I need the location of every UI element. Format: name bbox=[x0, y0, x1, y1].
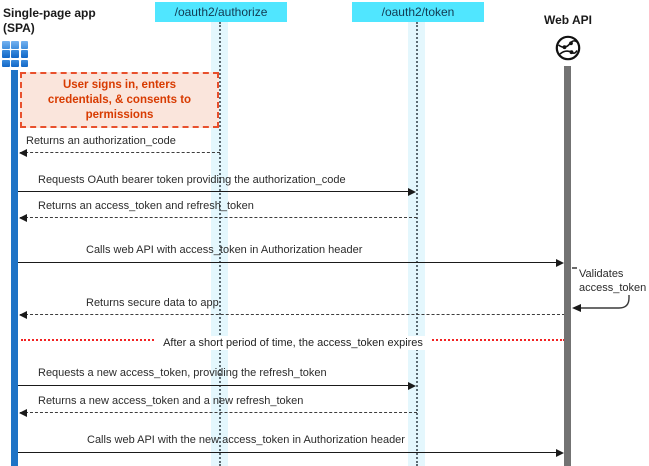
lifeline-authorize bbox=[219, 22, 221, 466]
message-text: Calls web API with access_token in Autho… bbox=[86, 244, 363, 256]
message-arrow-solid bbox=[18, 191, 409, 192]
message-arrow-solid bbox=[18, 385, 409, 386]
arrowhead-left-icon bbox=[19, 311, 27, 319]
message-text: Returns an access_token and refresh_toke… bbox=[38, 200, 254, 212]
arrowhead-left-icon bbox=[19, 409, 27, 417]
note-text: User signs in, enters credentials, & con… bbox=[47, 78, 192, 121]
self-message-line2: access_token bbox=[579, 282, 647, 294]
message-arrow-dashed bbox=[20, 217, 417, 218]
activation-bar-spa bbox=[11, 70, 18, 466]
arrowhead-right-icon bbox=[408, 188, 416, 196]
message-text: Returns secure data to app bbox=[86, 297, 219, 309]
arrowhead-right-icon bbox=[556, 449, 564, 457]
message-text: Returns a new access_token and a new ref… bbox=[38, 395, 304, 407]
separator-text: After a short period of time, the access… bbox=[155, 336, 431, 350]
activation-bar-webapi bbox=[564, 66, 571, 466]
message-arrow-solid bbox=[18, 262, 557, 263]
message-text: Calls web API with the new access_token … bbox=[87, 434, 405, 446]
self-message-line1: Validates bbox=[579, 268, 624, 280]
actor-title-webapi: Web API bbox=[543, 13, 592, 27]
endpoint-label-token: /oauth2/token bbox=[381, 5, 455, 19]
message-text: Returns an authorization_code bbox=[26, 135, 176, 147]
message-arrow-solid bbox=[18, 452, 557, 453]
globe-network-icon bbox=[554, 34, 582, 62]
message-text: Requests a new access_token, providing t… bbox=[38, 367, 327, 379]
app-waffle-icon bbox=[2, 41, 29, 68]
endpoint-box-authorize: /oauth2/authorize bbox=[155, 2, 287, 22]
lifeline-token bbox=[416, 22, 418, 466]
message-arrow-dashed bbox=[20, 152, 220, 153]
actor-title-spa-line2: (SPA) bbox=[3, 21, 35, 35]
arrowhead-right-icon bbox=[408, 382, 416, 390]
message-text: Requests OAuth bearer token providing th… bbox=[38, 174, 346, 186]
self-message-text: Validates access_token bbox=[577, 267, 649, 295]
endpoint-box-token: /oauth2/token bbox=[352, 2, 484, 22]
arrowhead-left-icon bbox=[19, 149, 27, 157]
message-arrow-dashed bbox=[20, 314, 565, 315]
arrowhead-left-icon bbox=[19, 214, 27, 222]
arrowhead-right-icon bbox=[556, 259, 564, 267]
endpoint-label-authorize: /oauth2/authorize bbox=[174, 5, 268, 19]
message-arrow-dashed bbox=[20, 412, 417, 413]
actor-title-spa: Single-page app (SPA) bbox=[3, 6, 96, 36]
separator: After a short period of time, the access… bbox=[21, 333, 565, 351]
note-box: User signs in, enters credentials, & con… bbox=[20, 72, 219, 128]
actor-title-spa-line1: Single-page app bbox=[3, 6, 96, 20]
